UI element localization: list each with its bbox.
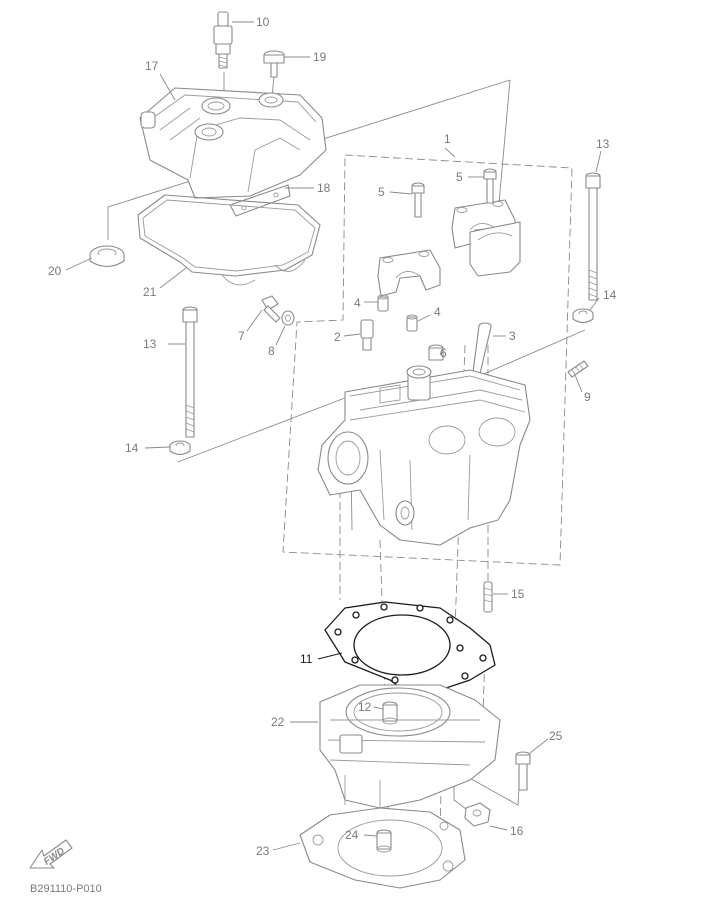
collar-2	[360, 319, 374, 351]
callout-11: 11	[300, 652, 313, 666]
callout-18: 18	[317, 181, 331, 195]
callout-24: 24	[345, 828, 359, 842]
washer-left	[169, 440, 191, 456]
washer-right	[572, 308, 594, 324]
callout-1: 1	[444, 132, 451, 146]
callout-6: 6	[440, 346, 447, 360]
head-cover-gasket	[137, 194, 321, 286]
dowel-12	[382, 701, 398, 725]
diagram-code: B291110-P010	[30, 883, 102, 895]
callout-16: 16	[510, 824, 524, 838]
callout-7: 7	[238, 329, 245, 343]
bolt-7	[261, 295, 281, 323]
dowel-pin-a	[377, 294, 389, 312]
nut-16	[464, 802, 491, 827]
callout-12: 12	[358, 700, 372, 714]
stud-9	[567, 360, 589, 378]
callout-13-left: 13	[143, 337, 157, 351]
cam-cap-bolt-a	[411, 182, 425, 218]
callout-21: 21	[143, 285, 157, 299]
callout-23: 23	[256, 844, 270, 858]
cylinder-head-cover	[139, 87, 327, 199]
cylinder-head-assembly-outline	[282, 154, 573, 566]
callout-4b: 4	[434, 305, 441, 319]
stud-15	[483, 581, 493, 613]
cylinder-block	[319, 684, 501, 810]
callout-10: 10	[256, 15, 270, 29]
callout-13-right: 13	[596, 137, 610, 151]
forward-arrow-icon: FWD	[29, 839, 73, 869]
cover-bolt	[263, 50, 285, 97]
callout-3: 3	[509, 329, 516, 343]
callout-19: 19	[313, 50, 327, 64]
callout-22: 22	[271, 715, 285, 729]
callout-17: 17	[145, 59, 159, 73]
callout-labels: 10 19 17 18 20 21 1 5 5 13 14 13 14 7 8 …	[48, 15, 617, 858]
callout-25: 25	[549, 729, 563, 743]
cam-cap-bolt-b	[483, 168, 497, 204]
callout-14-right: 14	[603, 288, 617, 302]
spark-plug	[213, 11, 233, 100]
callout-5b: 5	[456, 170, 463, 184]
callout-2: 2	[334, 330, 341, 344]
stud-bolt-left	[182, 306, 198, 438]
camshaft-cap-front	[377, 249, 441, 297]
callout-leaders	[65, 21, 602, 851]
dowel-pin-b	[406, 314, 418, 332]
callout-14-left: 14	[125, 441, 139, 455]
bolt-25	[515, 751, 531, 791]
cylinder-head	[317, 365, 531, 546]
callout-20: 20	[48, 264, 62, 278]
callout-8: 8	[268, 344, 275, 358]
callout-5a: 5	[378, 185, 385, 199]
cylinder-head-gasket	[324, 601, 496, 696]
callout-9: 9	[584, 390, 591, 404]
cam-cap-guide	[469, 221, 521, 277]
oil-seal	[89, 245, 125, 268]
stud-bolt-right	[585, 172, 601, 301]
callout-15: 15	[511, 587, 525, 601]
washer-8	[281, 310, 295, 326]
callout-4a: 4	[354, 296, 361, 310]
dowel-24	[376, 829, 392, 853]
plug-6	[428, 344, 444, 361]
